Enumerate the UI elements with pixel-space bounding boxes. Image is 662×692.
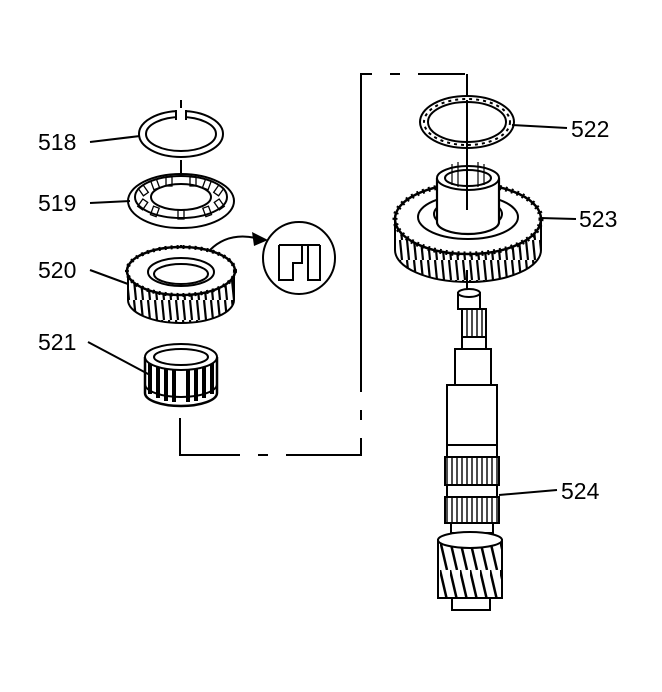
callout-522: 522 bbox=[571, 116, 610, 142]
shaft-524 bbox=[437, 288, 503, 611]
assembly-connector-line bbox=[179, 73, 468, 456]
callout-518: 518 bbox=[38, 129, 77, 155]
snap-ring-518 bbox=[138, 108, 224, 158]
leader-lines bbox=[87, 124, 577, 496]
needle-bearing-521 bbox=[143, 343, 219, 408]
gear-523 bbox=[392, 160, 544, 300]
snap-ring-522 bbox=[419, 95, 515, 160]
detail-arrow bbox=[209, 232, 268, 251]
bearing-519 bbox=[127, 173, 235, 229]
callout-523: 523 bbox=[579, 206, 618, 232]
callout-520: 520 bbox=[38, 257, 77, 283]
gear-520 bbox=[125, 245, 237, 324]
detail-view-circle bbox=[262, 221, 336, 295]
callout-524: 524 bbox=[561, 478, 600, 504]
callout-521: 521 bbox=[38, 329, 77, 355]
callout-519: 519 bbox=[38, 190, 77, 216]
